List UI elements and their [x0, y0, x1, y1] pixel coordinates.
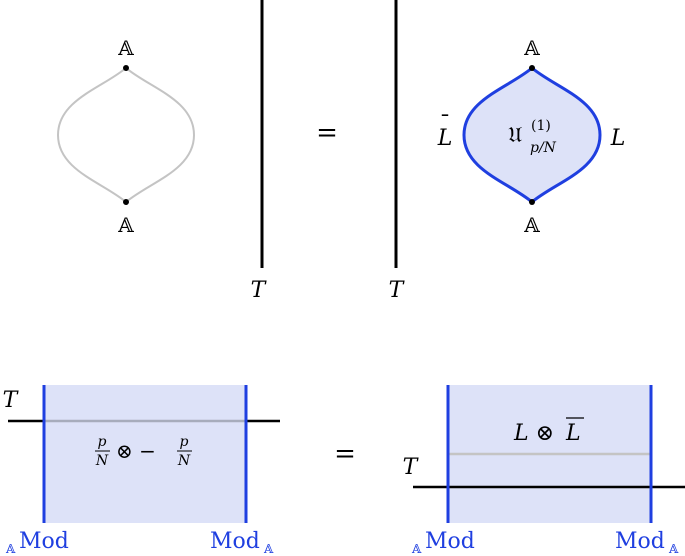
- equals-sign-bottom: =: [334, 439, 356, 469]
- boundary-left-label: Mod: [19, 529, 69, 554]
- center-sup: (1): [531, 118, 551, 134]
- vertex-bottom-dot: [123, 199, 129, 205]
- vertex-bottom-dot: [529, 199, 535, 205]
- vertex-top-label: 𝔸: [523, 36, 540, 60]
- frac1-numerator: p: [98, 434, 107, 450]
- frac1-denominator: N: [95, 453, 109, 469]
- boundary-left-sub: 𝔸: [5, 542, 16, 556]
- tensor-minus: ⊗ −: [116, 439, 156, 463]
- frac2-numerator: p: [180, 434, 189, 450]
- frac2-denominator: N: [177, 453, 191, 469]
- boundary-left-label: Mod: [425, 529, 475, 554]
- blue-lens: [462, 66, 602, 204]
- line-l-label: L: [610, 126, 626, 151]
- top-right-panel: T 𝔸 𝔸 L ¯ L 𝔘 (1) p/N: [389, 0, 626, 303]
- boundary-right-label: Mod: [615, 529, 665, 554]
- wilson-line-label: T: [251, 278, 268, 303]
- boundary-right-sub: 𝔸: [263, 542, 274, 556]
- bottom-right-panel: T L ⊗ L 𝔸 Mod Mod 𝔸: [403, 385, 685, 556]
- wilson-line-label: T: [389, 278, 406, 303]
- center-sub: p/N: [530, 140, 557, 156]
- shaded-region: [44, 385, 246, 523]
- line-t-label: T: [403, 455, 420, 480]
- vertex-top-label: 𝔸: [117, 36, 134, 60]
- vertex-top-dot: [529, 65, 535, 71]
- line-l-bar-overline: ¯: [440, 112, 451, 137]
- vertex-bottom-label: 𝔸: [523, 213, 540, 237]
- vertex-top-dot: [123, 65, 129, 71]
- top-left-panel: 𝔸 𝔸 T: [56, 0, 268, 303]
- boundary-right-sub: 𝔸: [668, 542, 679, 556]
- grey-lens: [56, 66, 196, 204]
- boundary-right-label: Mod: [210, 529, 260, 554]
- center-symbol-u: 𝔘: [508, 123, 522, 148]
- line-t-label: T: [3, 388, 20, 413]
- equals-sign-top: =: [316, 118, 338, 148]
- boundary-left-sub: 𝔸: [411, 542, 422, 556]
- vertex-bottom-label: 𝔸: [117, 213, 134, 237]
- center-l-bar: L: [565, 421, 581, 446]
- line-l-bar-base: L: [437, 126, 453, 151]
- bottom-left-panel: T p N ⊗ − p N 𝔸 Mod Mod 𝔸: [3, 385, 280, 556]
- center-l-tensor: L ⊗: [513, 421, 554, 446]
